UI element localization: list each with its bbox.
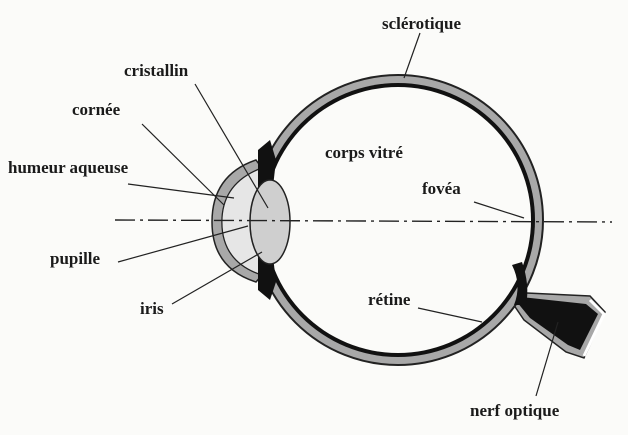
label-cornee: cornée bbox=[72, 100, 121, 119]
vitreous-body bbox=[265, 87, 531, 353]
leader-fovea bbox=[473, 201, 525, 219]
leader-cristallin bbox=[194, 83, 269, 209]
lens bbox=[249, 179, 291, 265]
leader-sclerotique bbox=[403, 32, 421, 79]
optical-axis bbox=[114, 219, 613, 223]
fovea-pit bbox=[525, 213, 529, 227]
label-iris: iris bbox=[140, 299, 164, 318]
aqueous-humor bbox=[221, 167, 263, 276]
label-humeur-aqueuse: humeur aqueuse bbox=[8, 158, 129, 177]
label-cristallin: cristallin bbox=[124, 61, 189, 80]
leader-pupille bbox=[117, 225, 249, 263]
leader-cornee bbox=[141, 123, 225, 206]
optic-nerve bbox=[503, 291, 606, 359]
label-sclerotique: sclérotique bbox=[382, 14, 462, 33]
leader-iris bbox=[171, 251, 263, 305]
leader-humeur bbox=[127, 183, 235, 199]
optic-disc bbox=[512, 262, 528, 305]
leader-nerf bbox=[535, 321, 559, 397]
label-pupille: pupille bbox=[50, 249, 101, 268]
label-retine: rétine bbox=[368, 290, 411, 309]
leader-retine bbox=[417, 307, 483, 323]
label-nerf-optique: nerf optique bbox=[470, 401, 560, 420]
label-fovea: fovéa bbox=[422, 179, 461, 198]
label-corps-vitre: corps vitré bbox=[325, 143, 403, 162]
leader-lines bbox=[117, 32, 559, 397]
